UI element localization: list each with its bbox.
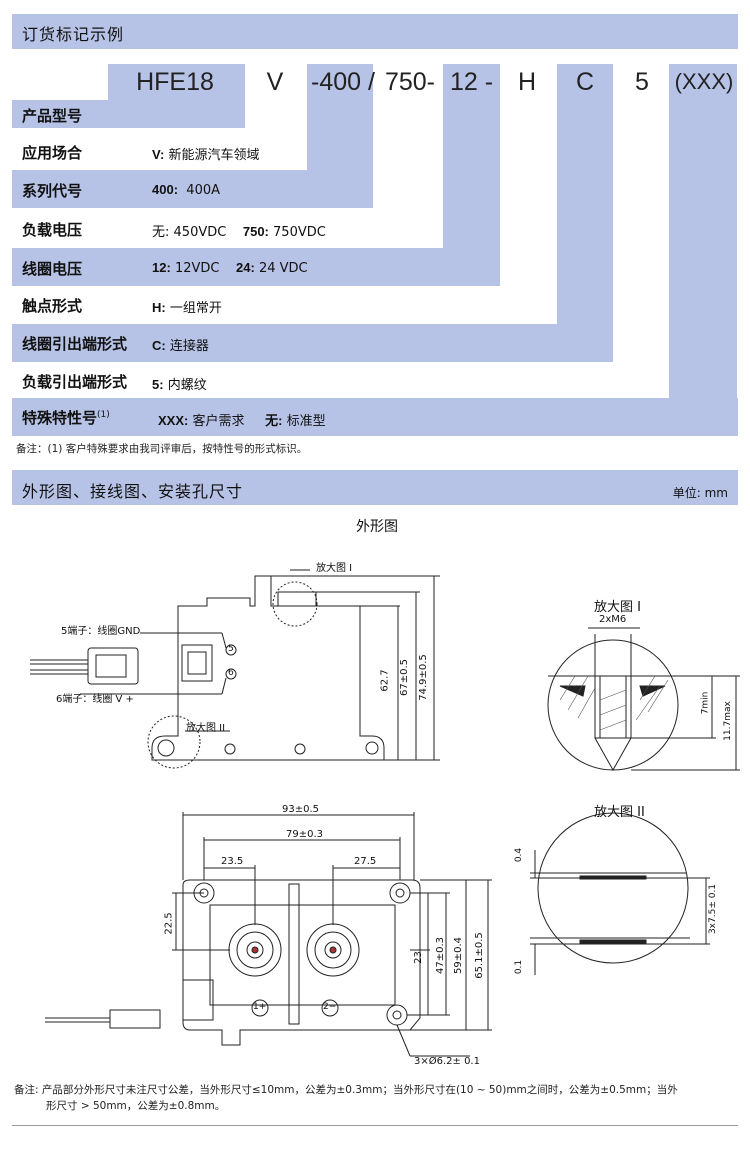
dim-27-5: 27.5 <box>354 856 377 867</box>
note-2b: 形尺寸 > 50mm，公差为±0.8mm。 <box>46 1100 226 1112</box>
detail2-callout: 放大图 II <box>186 723 226 734</box>
detail1-11-7max: 11.7max <box>722 701 733 741</box>
unit-label: 单位: mm <box>672 486 728 500</box>
dim-74-9: 74.9±0.5 <box>417 654 429 701</box>
detail1-title: 放大图 I <box>594 600 641 615</box>
bottom-rule <box>12 1125 738 1126</box>
code-seg-hfe18: HFE18 <box>136 68 214 96</box>
row-value-series: 400: 400A <box>152 182 221 198</box>
note-1: 备注：(1) 客户特殊要求由我司评审后，按特性号的形式标识。 <box>16 443 308 455</box>
terminal5-label: 5端子：线圈GND <box>61 626 141 637</box>
circle-label-5: 5 <box>228 644 234 654</box>
stripe-xxx <box>669 64 737 436</box>
code-seg-750: 750- <box>384 68 436 96</box>
row-value-contact-form: H: 一组常开 <box>152 300 222 316</box>
section1-header: 订货标记示例 <box>12 14 738 49</box>
note-2: 备注: 产品部分外形尺寸未注尺寸公差，当外形尺寸≤10mm，公差为±0.3mm；… <box>14 1084 678 1096</box>
drawing-title: 外形图 <box>356 519 398 535</box>
code-seg-c: C <box>575 68 595 96</box>
row-label-series: 系列代号 <box>22 182 83 200</box>
row-value-coil-voltage: 12: 12VDC 24: 24 VDC <box>152 260 308 276</box>
row-label-coil-voltage: 线圈电压 <box>22 260 83 278</box>
row-bg-1 <box>12 100 245 128</box>
circle-label-6: 6 <box>228 668 234 678</box>
detail1-m6: 2xM6 <box>599 614 627 625</box>
terminal-label-2: 2− <box>323 1002 337 1012</box>
top-view-body <box>182 879 421 1046</box>
terminal6-label: 6端子：线圈 V + <box>56 694 134 705</box>
row-label-coil-terminal: 线圈引出端形式 <box>22 335 128 353</box>
code-seg-xxx: (XXX) <box>674 69 734 94</box>
detail1-7min: 7min <box>700 691 711 715</box>
section1-title: 订货标记示例 <box>22 25 125 44</box>
detail2-title: 放大图 II <box>594 805 645 820</box>
terminal-label-1: 1+ <box>253 1002 267 1012</box>
code-seg-12: 12 - <box>449 68 494 96</box>
row-label-model: 产品型号 <box>22 107 83 125</box>
row-label-contact-form: 触点形式 <box>22 297 83 315</box>
row-label-application: 应用场合 <box>22 144 83 162</box>
row-label-special: 特殊特性号(1) <box>22 409 110 427</box>
row-bg-7 <box>12 324 613 362</box>
row-value-application: V: 新能源汽车领域 <box>152 147 260 163</box>
dim-47: 47±0.3 <box>435 936 447 975</box>
code-seg-400: -400 / <box>311 68 375 96</box>
dim-59: 59±0.4 <box>453 936 465 975</box>
row-value-coil-terminal: C: 连接器 <box>152 338 209 354</box>
code-seg-v: V <box>266 68 284 96</box>
detail2-dim-3x75: 3x7.5± 0.1 <box>708 883 719 935</box>
dim-67: 67±0.5 <box>399 658 411 697</box>
detail2-dim-01: 0.1 <box>514 959 525 975</box>
stripe-v <box>245 100 307 168</box>
row-value-special: XXX: 客户需求 无: 标准型 <box>158 413 326 429</box>
dim-22-5: 22.5 <box>163 912 175 935</box>
dim-65-1: 65.1±0.5 <box>473 932 485 979</box>
stripe-c <box>557 64 613 362</box>
dim-93: 93±0.5 <box>282 804 320 815</box>
row-label-load-voltage: 负载电压 <box>22 221 83 239</box>
section2-header: 外形图、接线图、安装孔尺寸 单位: mm <box>12 470 738 505</box>
detail1-callout: 放大图 I <box>316 563 353 574</box>
dim-hole: 3×Ø6.2± 0.1 <box>414 1056 480 1067</box>
dim-23: 23 <box>412 951 424 964</box>
dim-23-5: 23.5 <box>221 856 244 867</box>
dim-62-7: 62.7 <box>379 669 391 692</box>
code-seg-5: 5 <box>635 68 649 96</box>
detail2-dim-04: 0.4 <box>514 847 525 863</box>
row-bg-9 <box>12 398 738 436</box>
code-seg-h: H <box>517 68 537 96</box>
row-value-load-voltage: 无: 450VDC 750: 750VDC <box>152 224 326 240</box>
row-bg-3 <box>12 170 373 208</box>
dim-79: 79±0.3 <box>286 829 324 840</box>
section2-title: 外形图、接线图、安装孔尺寸 <box>22 482 244 501</box>
row-value-load-terminal: 5: 内螺纹 <box>152 377 207 393</box>
row-label-load-terminal: 负载引出端形式 <box>22 373 128 391</box>
row-bg-5 <box>12 248 500 286</box>
